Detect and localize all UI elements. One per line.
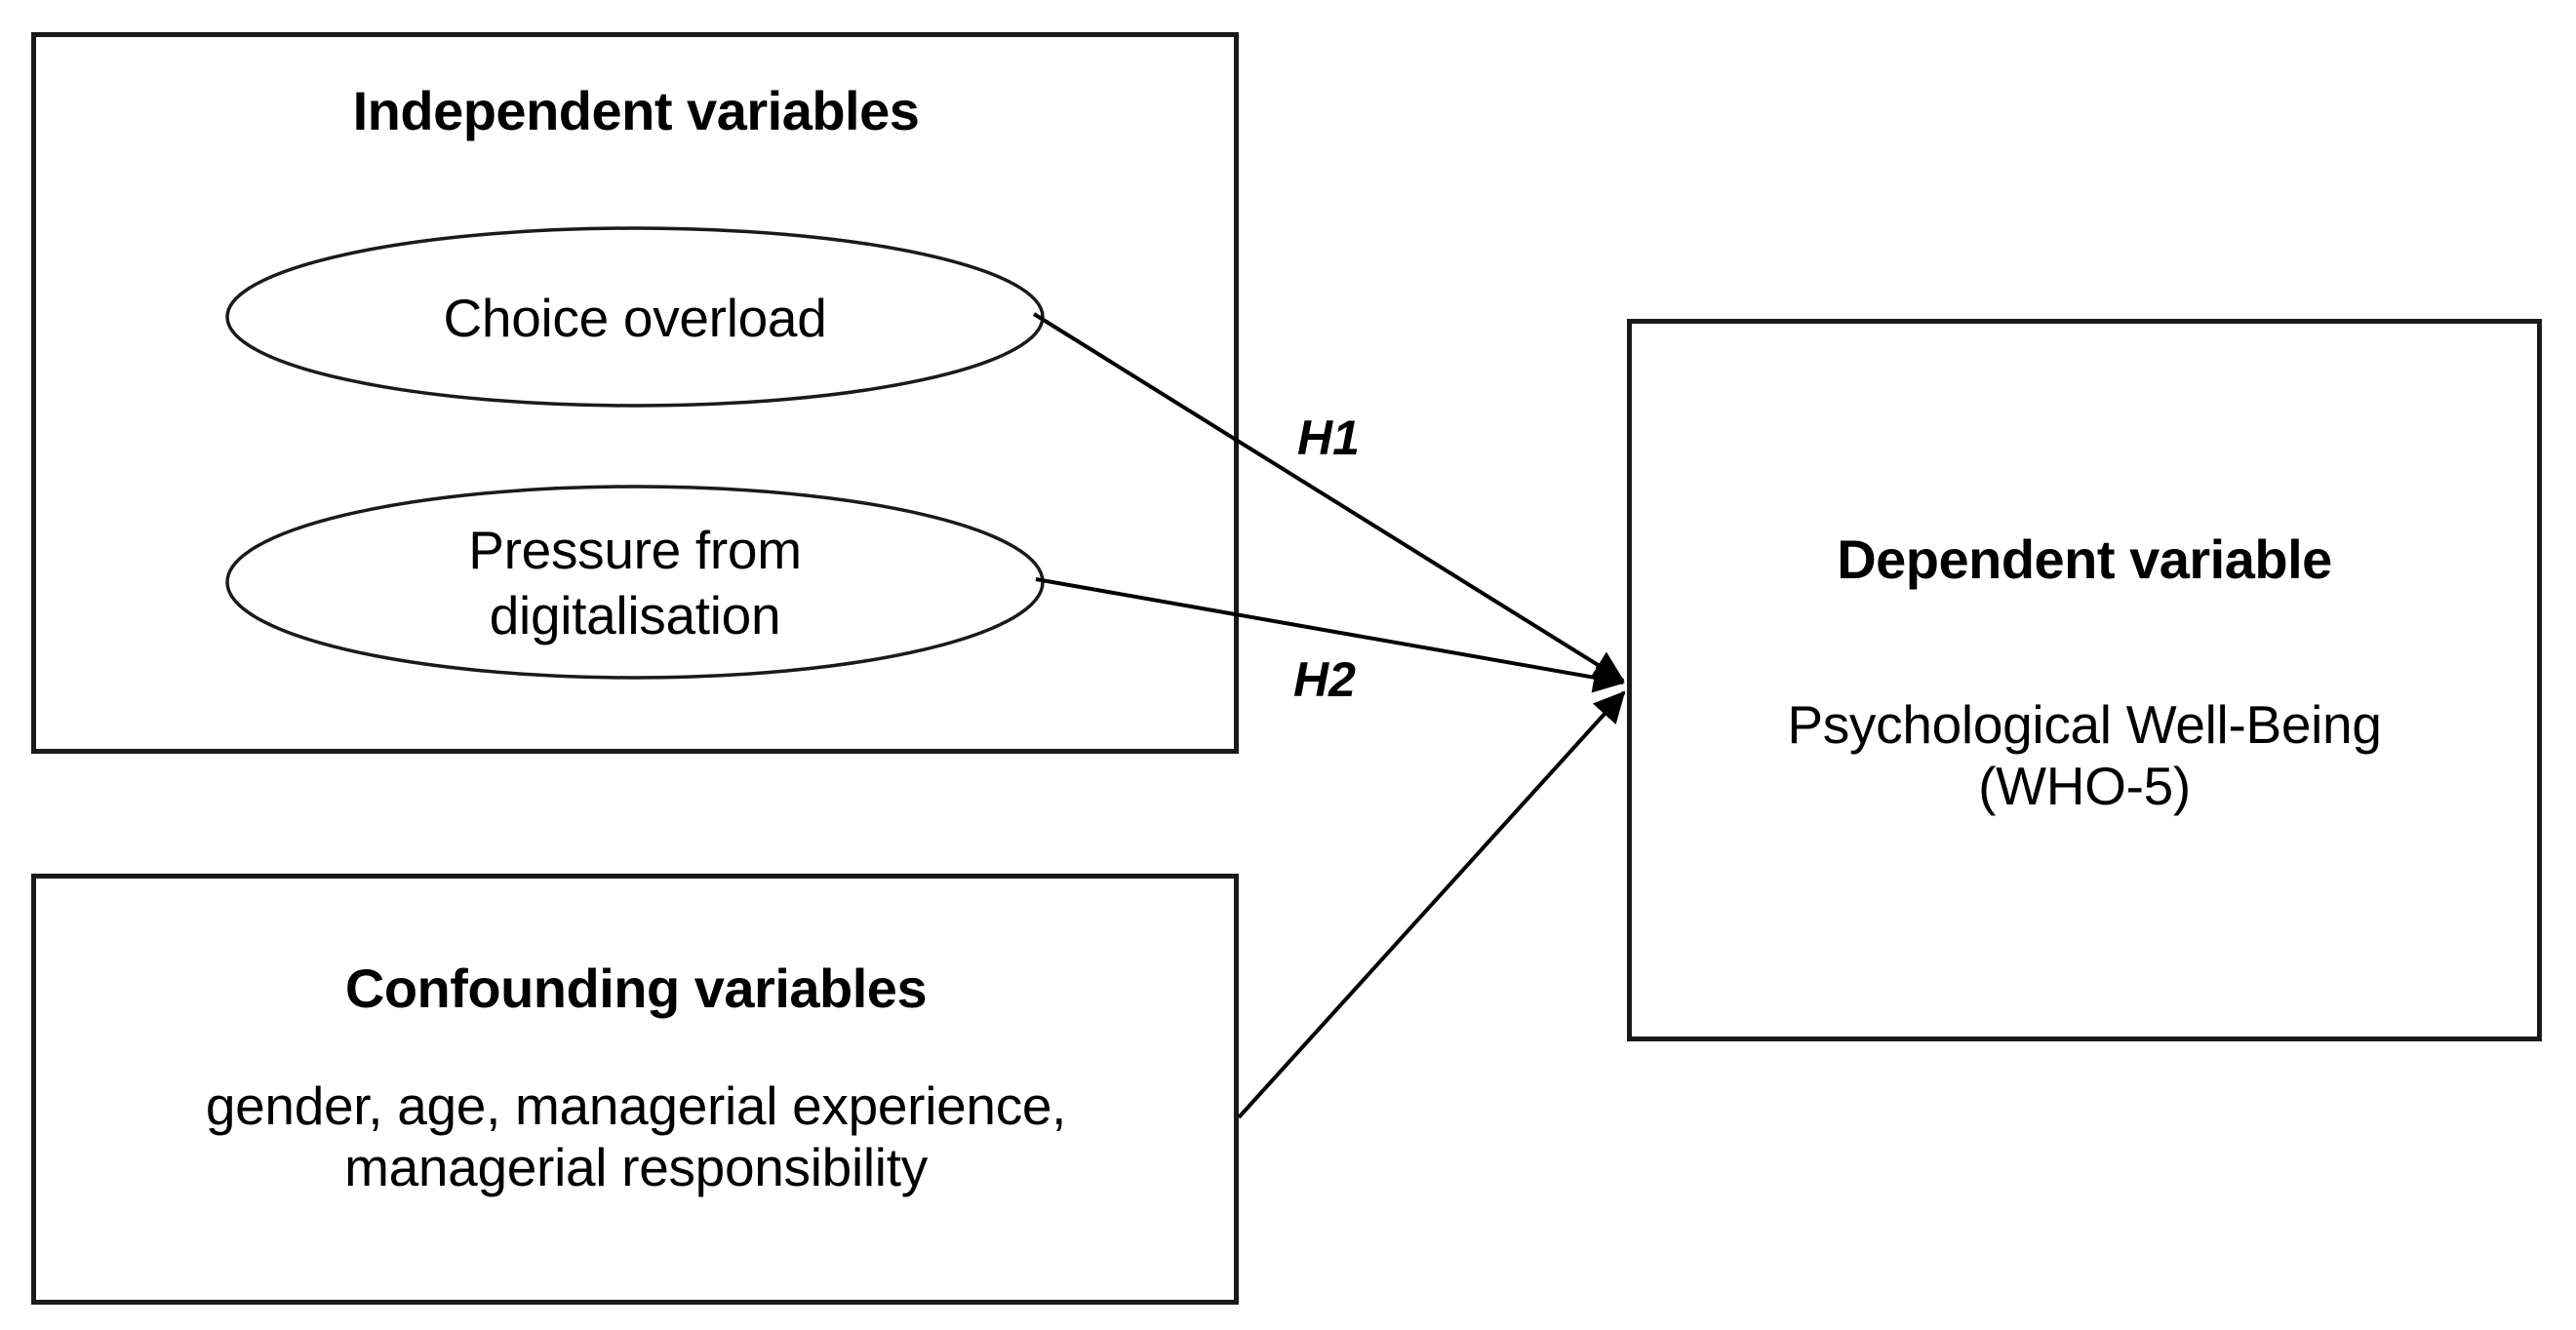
independent-variables-title: Independent variables bbox=[352, 80, 920, 141]
edge-confounders-line bbox=[1237, 690, 1626, 1119]
confounding-variables-box bbox=[31, 874, 1239, 1305]
confounding-variables-items: gender, age, managerial experience, mana… bbox=[205, 1076, 1067, 1198]
dependent-variable-box bbox=[1627, 319, 2542, 1041]
dependent-variable-title: Dependent variable bbox=[1837, 528, 2332, 590]
choice-overload-label: Choice overload bbox=[443, 288, 827, 348]
confounding-variables-title: Confounding variables bbox=[344, 958, 928, 1019]
pressure-digitalisation-label: Pressure from digitalisation bbox=[468, 520, 802, 646]
dependent-variable-measure: Psychological Well-Being (WHO-5) bbox=[1787, 694, 2382, 817]
hypothesis-h2-label: H2 bbox=[1293, 652, 1356, 707]
hypothesis-h1-label: H1 bbox=[1297, 411, 1360, 465]
